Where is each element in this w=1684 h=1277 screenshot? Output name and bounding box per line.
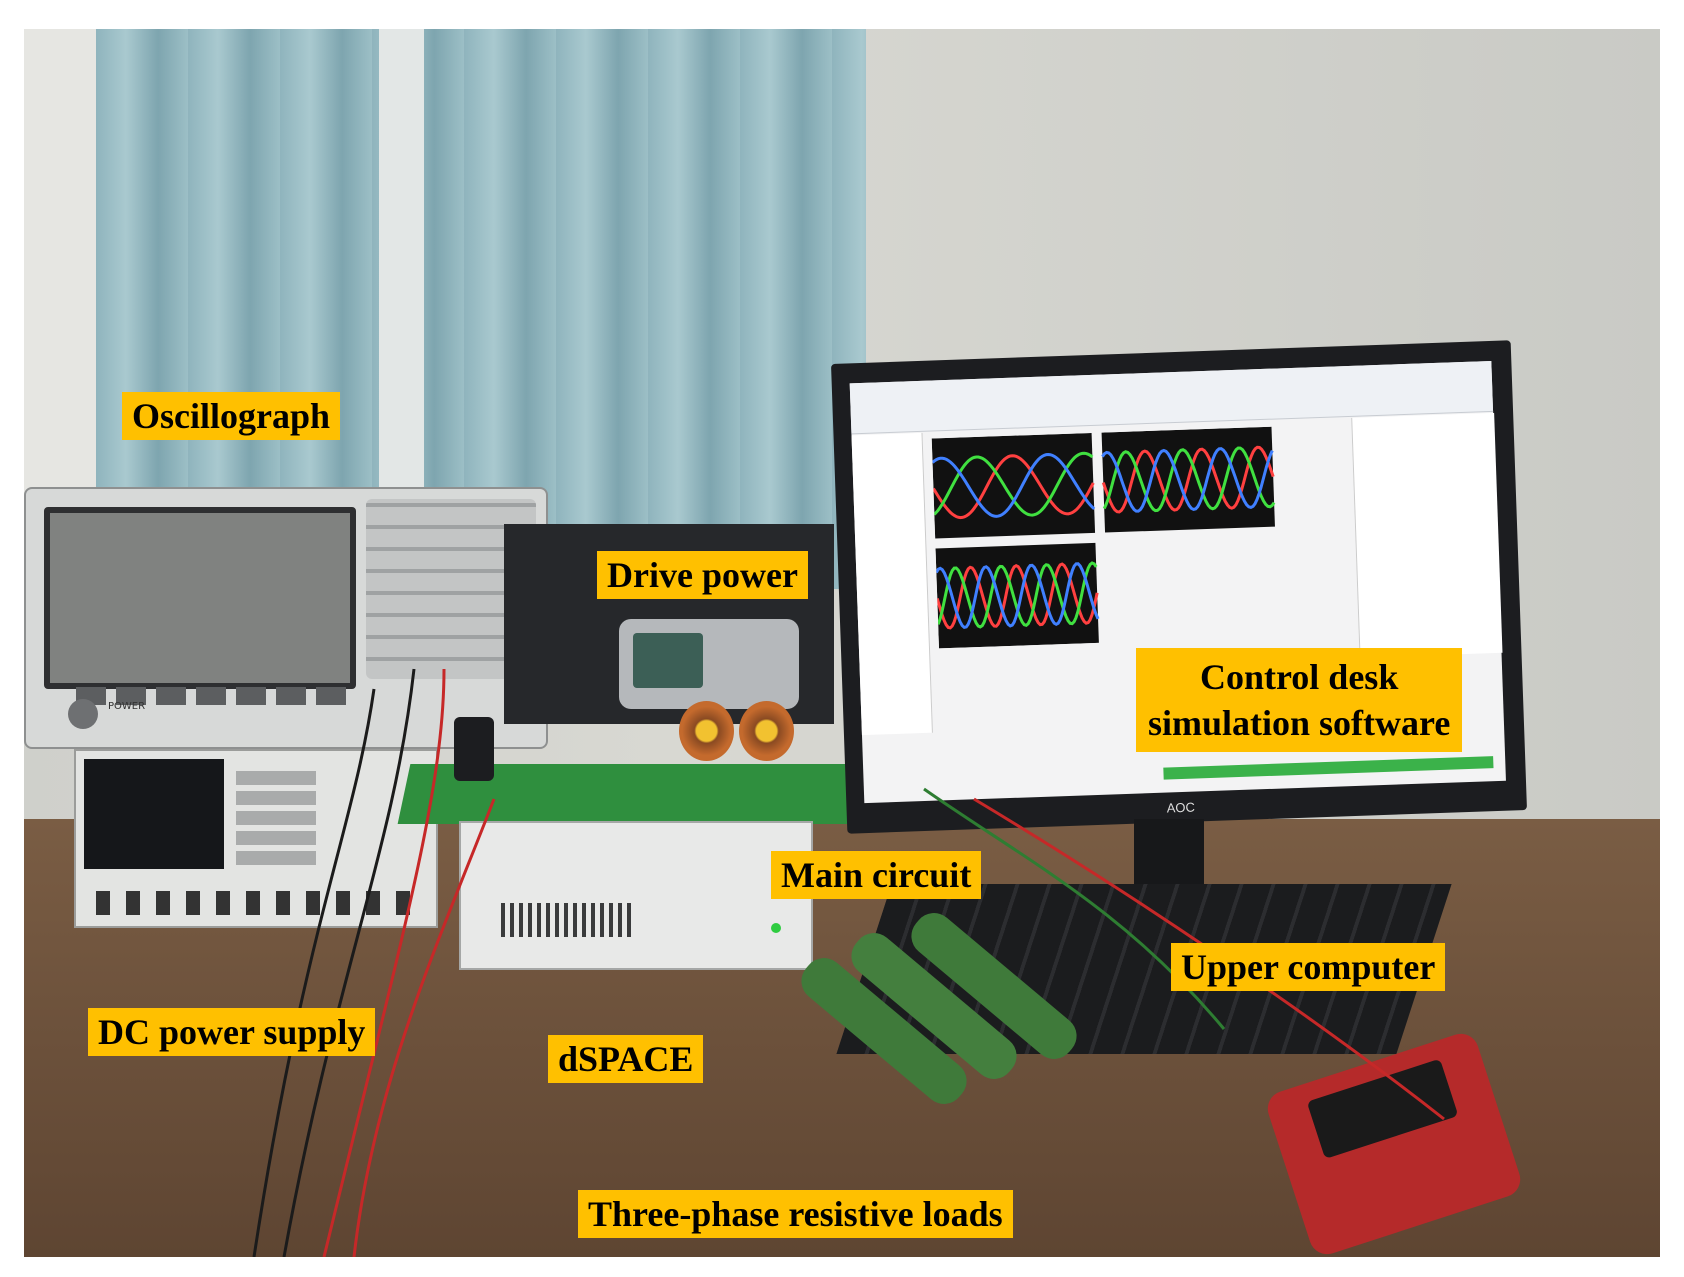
oscilloscope-screen <box>44 507 356 689</box>
dc-supply-terminals <box>96 891 416 915</box>
waveform-6 <box>1101 447 1274 513</box>
waveform-plots <box>931 426 1276 649</box>
label-control-desk-line1: Control desk <box>1199 657 1399 697</box>
dc-power-supply-device <box>74 749 438 928</box>
dc-supply-keys <box>236 765 316 865</box>
dc-supply-display <box>84 759 224 869</box>
drive-power-device <box>619 619 799 709</box>
label-control-desk-line2: simulation software <box>1148 703 1451 743</box>
waveform-3 <box>931 452 1096 518</box>
inductor <box>679 701 734 761</box>
dspace-vents <box>501 903 631 937</box>
label-three-phase-loads: Three-phase resistive loads <box>578 1190 1013 1238</box>
waveform-4 <box>1101 445 1275 514</box>
power-button[interactable] <box>68 699 98 729</box>
label-oscillograph: Oscillograph <box>122 392 341 440</box>
waveform-9 <box>935 562 1100 630</box>
label-main-circuit: Main circuit <box>771 851 982 899</box>
inductor <box>739 701 794 761</box>
capacitor <box>454 717 494 781</box>
label-upper-computer: Upper computer <box>1171 943 1446 991</box>
dspace-device <box>459 821 813 970</box>
monitor-screen <box>849 360 1506 804</box>
plot-area <box>931 424 1349 649</box>
label-control-desk: Control desk simulation software <box>1136 648 1463 752</box>
label-dspace: dSPACE <box>548 1035 704 1083</box>
power-button-label: POWER <box>108 701 146 712</box>
main-monitor: AOC <box>831 340 1527 834</box>
oscilloscope-softkeys <box>76 687 356 705</box>
waveform-5 <box>1102 446 1276 513</box>
drive-power-screen <box>633 633 703 688</box>
waveform-1 <box>932 454 1095 520</box>
lab-photo: POWER <box>24 29 1660 1257</box>
label-drive-power: Drive power <box>597 551 808 599</box>
wires <box>252 668 1445 1257</box>
dspace-status-led <box>771 923 781 933</box>
label-dc-power-supply: DC power supply <box>88 1008 376 1056</box>
